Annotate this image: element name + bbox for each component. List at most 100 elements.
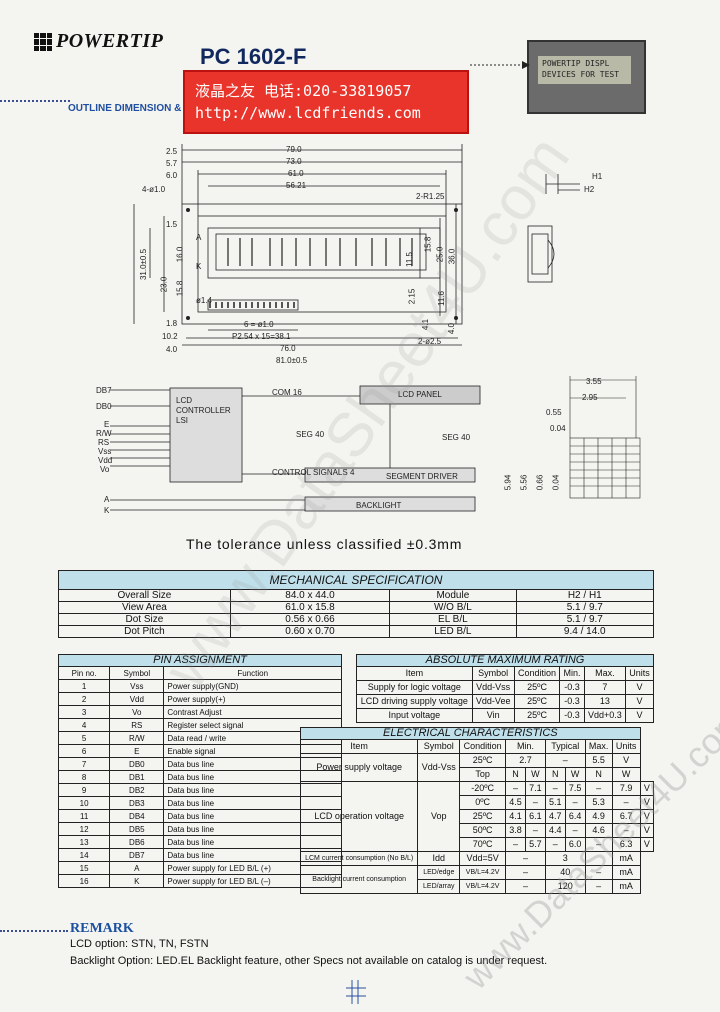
dot-dim-0: 3.55 <box>586 377 602 386</box>
cell: 25ºC <box>513 708 561 723</box>
block-com: COM 16 <box>272 388 302 397</box>
cell: 2.7 <box>505 753 546 768</box>
dot-dim-5: 5.56 <box>519 474 529 491</box>
cell: 13 <box>583 694 627 709</box>
block-input-db7: DB7 <box>96 386 112 395</box>
cell: LED B/L <box>389 625 517 638</box>
cell: R/W <box>109 731 165 745</box>
dim-right-1: 11.5 <box>404 252 414 267</box>
cell: 4 <box>57 718 111 732</box>
cell: DB6 <box>109 835 165 849</box>
cell: 4.1 <box>505 809 526 824</box>
cell: DB0 <box>109 757 165 771</box>
side-label-h2: H2 <box>584 185 595 194</box>
header-cell: Units <box>625 666 654 681</box>
cell: DB4 <box>109 809 165 823</box>
header-cell: Min. <box>559 666 585 681</box>
dim-bottom-7: 81.0±0.5 <box>276 356 308 365</box>
table-row: LCM current consumption (No B/L) Idd Vdd… <box>299 851 654 866</box>
cell: LCD operation voltage <box>299 781 419 852</box>
cell: 50ºC <box>459 823 507 838</box>
brand-logo-mark <box>34 33 52 51</box>
cell: LED/array <box>417 879 461 894</box>
cell: – <box>505 837 526 852</box>
block-diagram <box>110 385 481 512</box>
cell: – <box>524 823 546 838</box>
cell: 16 <box>57 874 111 888</box>
cell: 13 <box>57 835 111 849</box>
cell: 15 <box>57 861 111 875</box>
dim-bottom-8: 2-ø2.5 <box>418 337 442 346</box>
cell: 5.3 <box>584 795 613 810</box>
stamp-line-2: http://www.lcdfriends.com <box>195 104 421 122</box>
dot-dim-2: 0.55 <box>546 408 562 417</box>
cell: Vdd+0.3 <box>583 708 627 723</box>
abs-title: ABSOLUTE MAXIMUM RATING <box>356 654 654 667</box>
cell: 5.1 <box>544 795 566 810</box>
cell: 14 <box>57 848 111 862</box>
cell: W <box>611 767 641 782</box>
header-cell: Units <box>611 739 641 754</box>
cell: V <box>625 680 654 695</box>
cell: – <box>524 795 546 810</box>
header-cell: Typical <box>544 739 586 754</box>
cell: Module <box>389 589 517 602</box>
cell: K <box>109 874 165 888</box>
block-input-rs: RS <box>98 438 110 447</box>
dot-dim-7: 0.04 <box>551 474 561 491</box>
block-control: CONTROL SIGNALS 4 <box>272 468 355 477</box>
cell: 25ºC <box>513 694 561 709</box>
lcd-screen: POWERTIP DISPL DEVICES FOR TEST <box>538 56 631 84</box>
cell: W <box>524 767 546 782</box>
block-panel: LCD PANEL <box>398 390 442 399</box>
cell: V <box>611 753 641 768</box>
model-number: PC 1602-F <box>200 44 307 69</box>
dot-dim-6: 0.66 <box>535 474 545 491</box>
cell: 5.5 <box>584 753 613 768</box>
cell: – <box>505 851 546 866</box>
cell: Vo <box>109 705 165 719</box>
cell: -0.3 <box>559 680 585 695</box>
block-input-k: K <box>104 506 110 515</box>
cell: – <box>544 781 566 796</box>
cell: 25ºC <box>513 680 561 695</box>
dim-right-0: 2-R1.25 <box>416 192 445 201</box>
cell: Vdd-Vss <box>417 753 461 782</box>
cell: 6 <box>57 744 111 758</box>
cell: – <box>584 781 613 796</box>
dim-left-6: 23.0 <box>159 276 169 293</box>
cell: 7.1 <box>524 781 546 796</box>
dim-top-6: 56.21 <box>286 181 307 190</box>
remark-title: REMARK <box>70 921 134 936</box>
block-input-a: A <box>104 495 110 504</box>
electrical-table: ELECTRICAL CHARACTERISTICS Item Symbol C… <box>299 727 655 894</box>
cell: 3 <box>57 705 111 719</box>
table-row: Top N W N W N W <box>301 767 654 782</box>
cell: 11 <box>57 809 111 823</box>
block-seg2: SEG 40 <box>442 433 471 442</box>
cell: W <box>564 767 586 782</box>
cell: – <box>564 823 586 838</box>
cell: Supply for logic voltage <box>356 680 473 695</box>
dot-dim-4: 5.94 <box>503 474 513 491</box>
dot-matrix-drawing <box>569 376 641 499</box>
dot-dim-1: 2.95 <box>582 393 598 402</box>
mechanical-title: MECHANICAL SPECIFICATION <box>58 570 654 590</box>
block-backlight: BACKLIGHT <box>356 501 402 510</box>
dim-left-1: 1.5 <box>166 220 178 229</box>
cell: N <box>505 767 526 782</box>
cell: 7.5 <box>564 781 586 796</box>
cell: 120 <box>544 879 586 894</box>
cell: VB/L=4.2V <box>459 865 507 880</box>
header-cell: Condition <box>459 739 507 754</box>
lcd-line-2: DEVICES FOR TEST <box>542 70 620 79</box>
block-segment-driver: SEGMENT DRIVER <box>386 472 458 481</box>
cell: – <box>564 795 586 810</box>
table-row: Backlight current consumption LED/edge V… <box>299 865 654 894</box>
table-row: LED/array VB/L=4.2V – 120 – mA <box>301 879 654 894</box>
cell: 6.1 <box>524 809 546 824</box>
cell: 25ºC <box>459 753 507 768</box>
